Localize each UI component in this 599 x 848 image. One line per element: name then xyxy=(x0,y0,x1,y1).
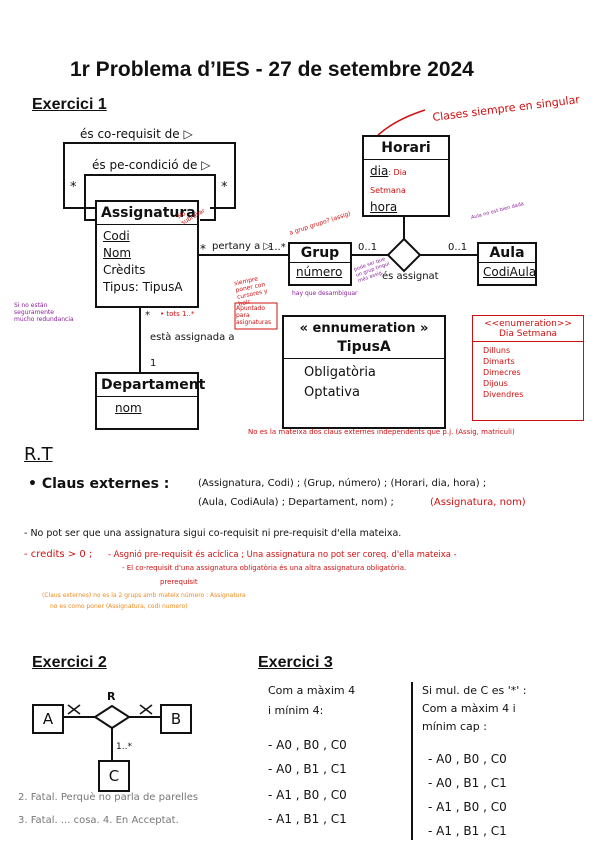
ex3-left-item: - A1 , B0 , C0 xyxy=(268,788,347,802)
mult-01-aula: 0..1 xyxy=(448,242,468,253)
enum-tipusa-values: Obligatòria Optativa xyxy=(284,359,444,407)
assignatura-attr-codi: Codi xyxy=(103,229,130,243)
rt-orange2: no es como poner (Assignatura, codi nume… xyxy=(50,603,188,610)
rt-claus-label: • Claus externes : xyxy=(28,476,170,492)
rt-rule3-red: - El co-requisit d'una assignatura oblig… xyxy=(122,564,407,572)
relation-r: R xyxy=(107,690,116,703)
note-desambiguar: hay que desambiguar xyxy=(292,290,358,297)
ex3-right-title1: Si mul. de C es '*' : xyxy=(422,684,527,697)
enum-tipusa: « ennumeration » TipusA Obligatòria Opta… xyxy=(282,315,446,429)
enum-dia-value: Dilluns xyxy=(483,346,511,355)
rt-claus-line1: (Assignatura, Codi) ; (Grup, número) ; (… xyxy=(198,478,487,489)
exercici2-heading: Exercici 2 xyxy=(32,654,107,671)
exercici1-heading: Exercici 1 xyxy=(32,96,107,113)
class-aula-name: Aula xyxy=(479,244,535,263)
rt-rule3-sub: prerequisit xyxy=(160,578,198,586)
enum-dia-setmana: <<enumeration>> Dia Setmana Dilluns Dima… xyxy=(472,315,584,421)
ex3-right-item: - A0 , B1 , C1 xyxy=(428,776,507,790)
ex3-left-title2: i mínim 4: xyxy=(268,704,324,717)
precondicio-label: és pe-condició de ▷ xyxy=(92,158,211,172)
pertany-label: pertany a ▷ xyxy=(212,241,272,252)
mult-1-dept: 1 xyxy=(150,358,157,369)
entity-a: A xyxy=(32,704,64,734)
class-aula: Aula CodiAula xyxy=(477,242,537,286)
ex3-right-item: - A1 , B1 , C1 xyxy=(428,824,507,838)
class-horari-name: Horari xyxy=(364,137,448,160)
assignatura-attr-tipus: Tipus: TipusA xyxy=(103,280,183,294)
ex3-right-title2: Com a màxim 4 i xyxy=(422,702,516,715)
entity-b: B xyxy=(160,704,192,734)
exercici2-note2: 3. Fatal. ... cosa. 4. En Acceptat. xyxy=(18,815,179,826)
rt-rule2-credits: - credits > 0 ; xyxy=(24,549,93,560)
exercici2-note1: 2. Fatal. Perquè no parla de parelles xyxy=(18,792,199,803)
enum-dia-value: Dijous xyxy=(483,379,508,388)
mult-star-dept: * xyxy=(145,310,150,321)
departament-attr-nom: nom xyxy=(115,401,142,415)
class-horari: Horari dia: Dia Setmana hora xyxy=(362,135,450,217)
rt-heading: R.T xyxy=(24,444,53,465)
ex3-right-item: - A0 , B0 , C0 xyxy=(428,752,507,766)
class-grup: Grup número xyxy=(288,242,352,286)
class-assignatura: Assignatura Codi Nom Crèdits Tipus: Tipu… xyxy=(95,200,199,308)
class-assignatura-name: Assignatura xyxy=(97,202,197,225)
grup-attr-numero: número xyxy=(296,265,343,279)
enum-dia-values: Dilluns Dimarts Dimecres Dijous Divendre… xyxy=(473,342,583,403)
class-grup-attrs: número xyxy=(290,263,350,282)
assignatura-attr-credits: Crèdits xyxy=(103,263,146,277)
exercici3-heading: Exercici 3 xyxy=(258,654,333,671)
rt-claus-line2: (Aula, CodiAula) ; Departament, nom) ; xyxy=(198,497,394,508)
ex3-left-item: - A0 , B1 , C1 xyxy=(268,762,347,776)
mult-c: 1..* xyxy=(116,742,132,752)
class-assignatura-attrs: Codi Nom Crèdits Tipus: TipusA xyxy=(97,225,197,299)
horari-attr-hora: hora xyxy=(370,200,398,214)
es-assignat-label: és assignat xyxy=(382,271,439,282)
ex3-left-title1: Com a màxim 4 xyxy=(268,684,356,697)
enum-tipusa-value: Optativa xyxy=(304,385,360,400)
rt-claus-red: (Assignatura, nom) xyxy=(430,497,526,508)
mult-01-grup: 0..1 xyxy=(358,242,378,253)
class-grup-name: Grup xyxy=(290,244,350,263)
mult-star-assig: * xyxy=(200,242,206,256)
note-no-es-la-mateixa: No es la mateixa dos claus externes inde… xyxy=(248,428,515,436)
class-departament-name: Departament xyxy=(97,374,205,397)
rt-rule2-red: - Asgnió pre-requisit és acíclica ; Una … xyxy=(108,549,457,559)
page-title: 1r Problema d’IES - 27 de setembre 2024 xyxy=(70,58,474,81)
enum-tipusa-value: Obligatòria xyxy=(304,365,376,380)
class-aula-attrs: CodiAula xyxy=(479,263,537,282)
enum-tipusa-name: TipusA xyxy=(284,336,444,359)
note-apuntado: Apuntado para asignaturas xyxy=(236,305,272,326)
rt-rule1: - No pot ser que una assignatura sigui c… xyxy=(24,528,402,539)
enum-dia-value: Dimarts xyxy=(483,357,515,366)
assignatura-attr-nom: Nom xyxy=(103,246,132,260)
esta-assignada-label: està assignada a xyxy=(150,332,235,343)
horari-dia-type: : Dia Setmana xyxy=(370,168,407,195)
rt-orange1: (Claus externes) no es la 2 grups amb ma… xyxy=(42,592,246,599)
enum-dia-value: Dimecres xyxy=(483,368,521,377)
class-departament-attrs: nom xyxy=(97,397,197,420)
mult-star-1: * xyxy=(70,180,77,195)
aula-attr-codiaula: CodiAula xyxy=(483,265,537,279)
enum-dia-value: Divendres xyxy=(483,390,524,399)
enum-dia-name: Dia Setmana xyxy=(473,329,583,342)
class-horari-attrs: dia: Dia Setmana hora xyxy=(364,160,448,219)
mult-1star-grup: 1..* xyxy=(268,242,286,253)
class-departament: Departament nom xyxy=(95,372,205,430)
ex3-left-item: - A0 , B0 , C0 xyxy=(268,738,347,752)
entity-c: C xyxy=(98,760,130,792)
ex3-right-title3: mínim cap : xyxy=(422,720,487,733)
ex3-left-item: - A1 , B1 , C1 xyxy=(268,812,347,826)
note-si-no-estan: Si no están seguramente mucho redundanci… xyxy=(14,302,74,323)
note-tots: • tots 1..* xyxy=(160,310,195,318)
mult-star-2: * xyxy=(221,180,228,195)
ex3-right-item: - A1 , B0 , C0 xyxy=(428,800,507,814)
corequisit-label: és co-requisit de ▷ xyxy=(80,127,193,141)
enum-tipusa-stereotype: « ennumeration » xyxy=(299,321,429,336)
enum-dia-stereotype: <<enumeration>> xyxy=(484,319,572,329)
horari-attr-dia: dia xyxy=(370,164,389,178)
